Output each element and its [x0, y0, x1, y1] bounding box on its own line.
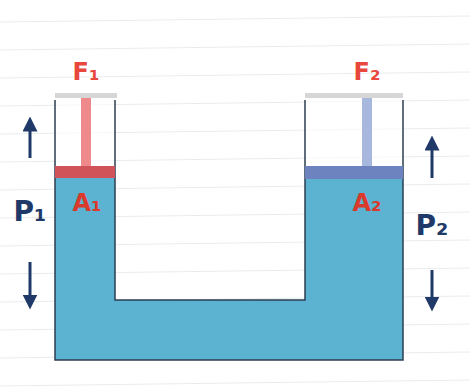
piston-rod: [81, 97, 91, 167]
pressure-label: P₁: [14, 198, 47, 226]
area-label: A₁: [72, 191, 101, 215]
piston-rod: [362, 97, 372, 167]
paper-lines: [0, 16, 470, 386]
piston-cap: [55, 93, 117, 98]
force-label: F₂: [354, 60, 381, 84]
piston-cap: [305, 93, 403, 98]
pressure-label: P₂: [416, 212, 449, 240]
area-label: A₂: [352, 191, 381, 215]
piston-plate: [55, 166, 115, 178]
fluid: [55, 178, 403, 360]
tube-air: [305, 100, 403, 178]
force-label: F₁: [73, 60, 100, 84]
piston-plate: [305, 166, 403, 179]
tube-wall: [55, 100, 403, 360]
pressure-arrow: [30, 124, 432, 304]
